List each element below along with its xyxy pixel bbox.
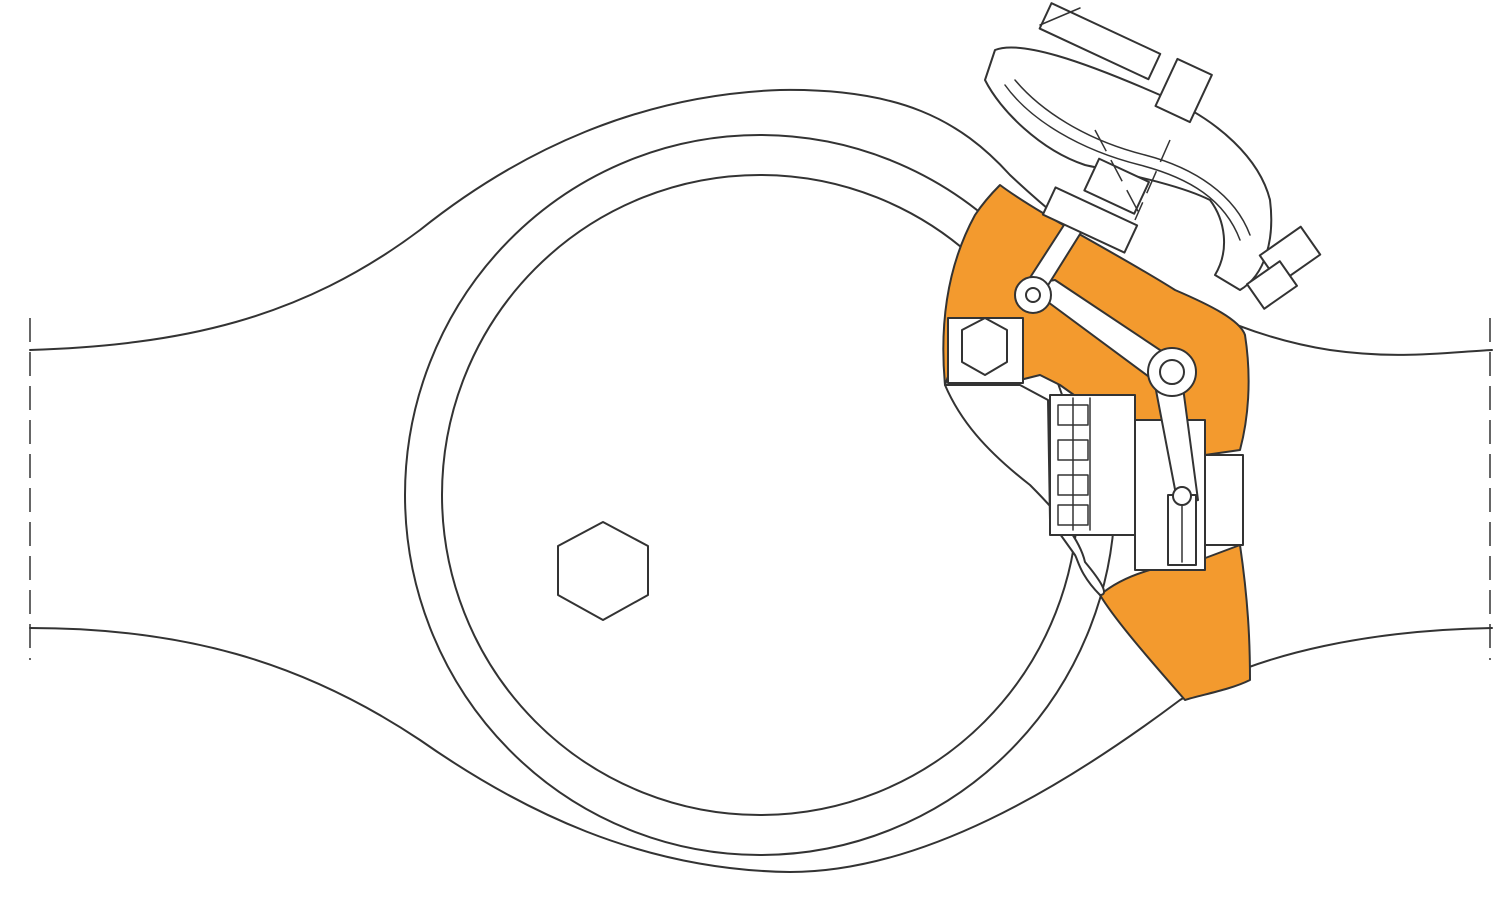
actuator-hidden-line — [1094, 129, 1141, 216]
actuator-hidden-line — [1134, 139, 1171, 221]
valve-disc-body — [944, 384, 1105, 596]
actuator-housing — [984, 46, 1273, 291]
clevis-pin — [1172, 486, 1192, 506]
pivot-main-pin — [1159, 359, 1185, 385]
cutaway-hex-bolt — [947, 317, 1024, 384]
linkage — [1014, 207, 1199, 566]
actuator-stem-nut — [1154, 57, 1213, 124]
pipe-body-upper-outline — [29, 88, 1493, 356]
pipe-body-lower-outline — [29, 627, 1493, 873]
cutaway-hex-nut — [961, 317, 1008, 376]
seat-ring — [1049, 394, 1136, 536]
pivot-upper-pin — [1025, 287, 1041, 303]
actuator — [984, 2, 1322, 310]
actuator-diaphragm — [1004, 84, 1241, 241]
actuator-vent-line — [1039, 7, 1081, 26]
seat-ring-bolts — [1057, 397, 1091, 531]
actuator-diaphragm-inner — [1014, 79, 1251, 236]
flange-bolt — [557, 521, 649, 621]
actuator-top-plate — [1038, 2, 1162, 81]
seat-flange — [1204, 454, 1244, 546]
actuator-side-fitting-cap — [1246, 260, 1298, 310]
flange-bolt-hex — [557, 521, 649, 621]
actuator-mount — [1041, 186, 1139, 254]
pipe-body — [29, 88, 1493, 873]
